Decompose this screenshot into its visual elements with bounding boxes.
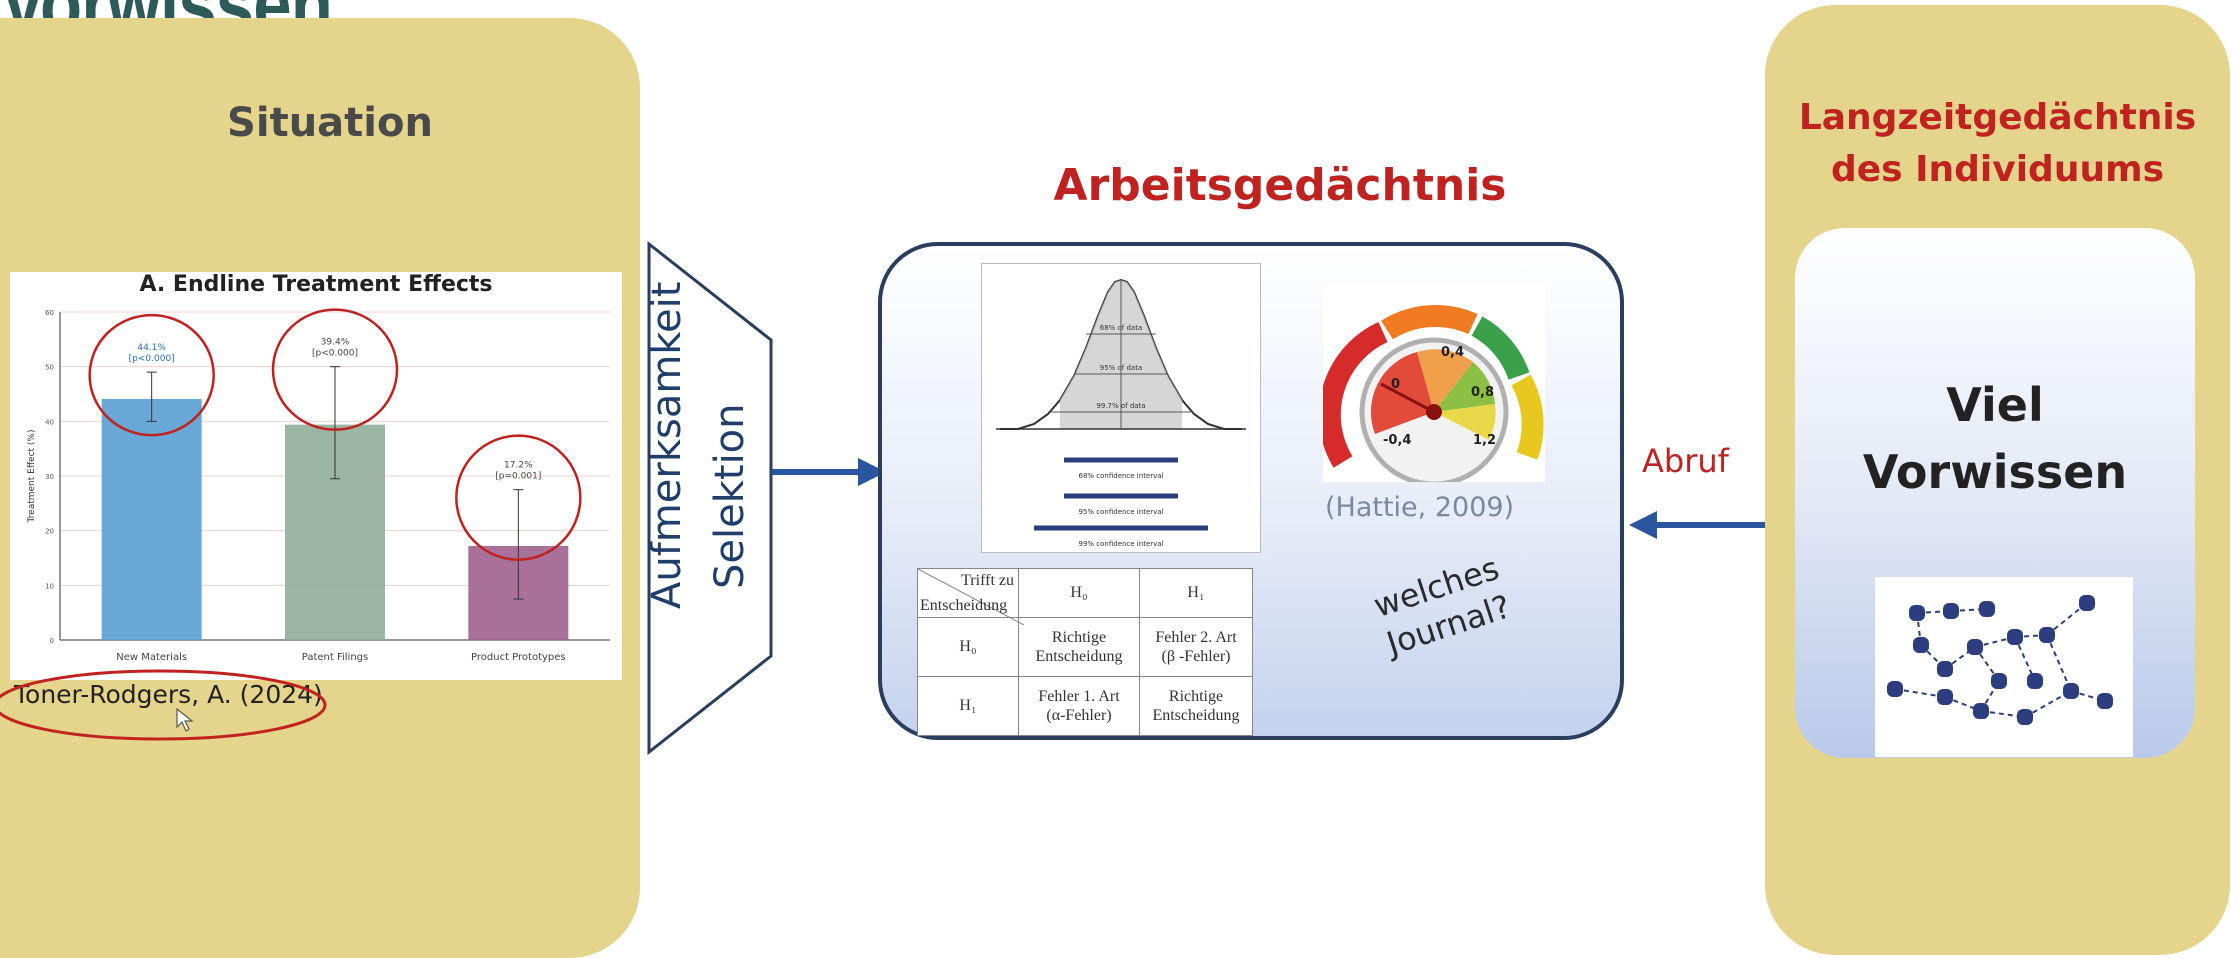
gauge-value-0: 0 (1391, 377, 1400, 392)
ci-label-95: 95% confidence interval (1078, 508, 1163, 516)
ltm-title-line-2: des Individuums (1830, 149, 2165, 191)
x-tick-label: New Materials (116, 652, 187, 663)
y-tick-label: 20 (45, 528, 54, 536)
y-tick-label: 0 (50, 637, 54, 645)
bar (101, 398, 202, 640)
hattie-citation: (Hattie, 2009) (1325, 492, 1515, 523)
knowledge-line-2: Vorwissen (1862, 444, 2128, 499)
cell-correct-decision-2: Richtige Entscheidung (1139, 676, 1253, 736)
header-h0: H₀ (1018, 568, 1140, 618)
situation-title: Situation (227, 100, 433, 146)
table-corner-cell: Trifft zu Entscheidung (917, 568, 1024, 625)
p-value-label: [p=0.001] (495, 472, 541, 482)
recall-label: Abruf (1642, 442, 1729, 480)
bell-label-997: 99.7% of data (1096, 402, 1145, 410)
arrow-right-icon (772, 458, 886, 486)
data-label: 44.1% (137, 343, 166, 353)
ci-label-68: 68% confidence interval (1078, 472, 1163, 480)
corner-diagonal (918, 569, 1024, 625)
cell-text: (β -Fehler) (1161, 648, 1231, 665)
cell-text: Richtige (1168, 687, 1224, 705)
highlight-circle (271, 308, 399, 431)
y-tick-label: 40 (45, 418, 54, 426)
cell-text: Entscheidung (1152, 707, 1240, 724)
ltm-title-line-1: Langzeitgedächtnis (1798, 97, 2197, 138)
data-label: 39.4% (321, 338, 350, 348)
prior-knowledge-label: Viel Vorwissen (1795, 372, 2195, 505)
chart-title: A. Endline Treatment Effects (139, 272, 493, 297)
x-tick-label: Patent Filings (302, 652, 368, 663)
effect-size-gauge: 0 0,4 0,8 1,2 -0,4 (1318, 284, 1545, 487)
header-h1: H₁ (1139, 568, 1253, 618)
gauge-value-neg04: -0,4 (1383, 433, 1411, 448)
treatment-effects-chart: A. Endline Treatment Effects 0 10 20 30 40 50… (10, 272, 622, 680)
data-label: 17.2% (504, 461, 533, 471)
citation-highlight-ellipse (0, 669, 327, 741)
attention-label: Aufmerksamkeit (644, 281, 690, 609)
selection-label: Selektion (707, 403, 753, 589)
cell-text: Entscheidung (1035, 648, 1123, 665)
cell-correct-decision-1: Richtige Entscheidung (1018, 617, 1140, 677)
cell-text: (α-Fehler) (1046, 707, 1112, 724)
working-memory-title: Arbeitsgedächtnis (1053, 160, 1507, 211)
gauge-value-08: 0,8 (1471, 385, 1494, 400)
x-tick-label: Product Prototypes (471, 652, 566, 663)
gauge-value-12: 1,2 (1473, 433, 1496, 448)
p-value-label: [p<0.000] (129, 354, 175, 364)
row-header-h0: H₀ (917, 617, 1019, 677)
cell-text: Fehler 1. Art (1038, 687, 1120, 705)
attention-filter-trapezoid (647, 240, 773, 756)
citation-text: Toner-Rodgers, A. (2024) (14, 680, 323, 709)
cell-text: Richtige (1051, 628, 1107, 646)
ci-label-99: 99% confidence interval (1078, 540, 1163, 548)
long-term-memory-title: Langzeitgedächtnis des Individuums (1765, 92, 2230, 196)
bell-label-95: 95% of data (1100, 364, 1143, 372)
y-tick-label: 10 (45, 582, 54, 590)
p-value-label: [p<0.000] (312, 349, 358, 359)
gauge-value-04: 0,4 (1441, 345, 1464, 360)
knowledge-network-graphic (1887, 595, 2113, 725)
row-header-h1: H₁ (917, 676, 1019, 736)
bell-curve-graphic: 68% of data 95% of data 99.7% of data 68… (996, 278, 1246, 548)
cell-type1-error: Fehler 1. Art (α-Fehler) (1018, 676, 1140, 736)
y-axis-label: Treatment Effect (%) (27, 430, 37, 524)
mouse-cursor-icon (176, 708, 194, 732)
y-tick-label: 50 (45, 364, 54, 372)
y-tick-label: 60 (45, 309, 54, 317)
arrow-left-icon (1629, 511, 1771, 539)
hypothesis-error-table: Trifft zu Entscheidung H₀ H₁ H₀ Richtige… (917, 568, 1253, 736)
bell-label-68: 68% of data (1100, 324, 1143, 332)
highlight-circle (88, 313, 215, 437)
normal-distribution-figure: 68% of data 95% of data 99.7% of data 68… (981, 263, 1261, 553)
knowledge-line-1: Viel (1946, 378, 2044, 432)
cell-type2-error: Fehler 2. Art (β -Fehler) (1139, 617, 1253, 677)
corner-bottom-label: Entscheidung (920, 596, 1008, 614)
corner-top-label: Trifft zu (961, 572, 1014, 589)
y-tick-label: 30 (45, 473, 54, 481)
cell-text: Fehler 2. Art (1155, 628, 1237, 646)
knowledge-network-figure (1875, 577, 2133, 757)
highlight-circle (455, 434, 582, 561)
barometer-gauge-graphic: 0 0,4 0,8 1,2 -0,4 (1318, 304, 1544, 487)
